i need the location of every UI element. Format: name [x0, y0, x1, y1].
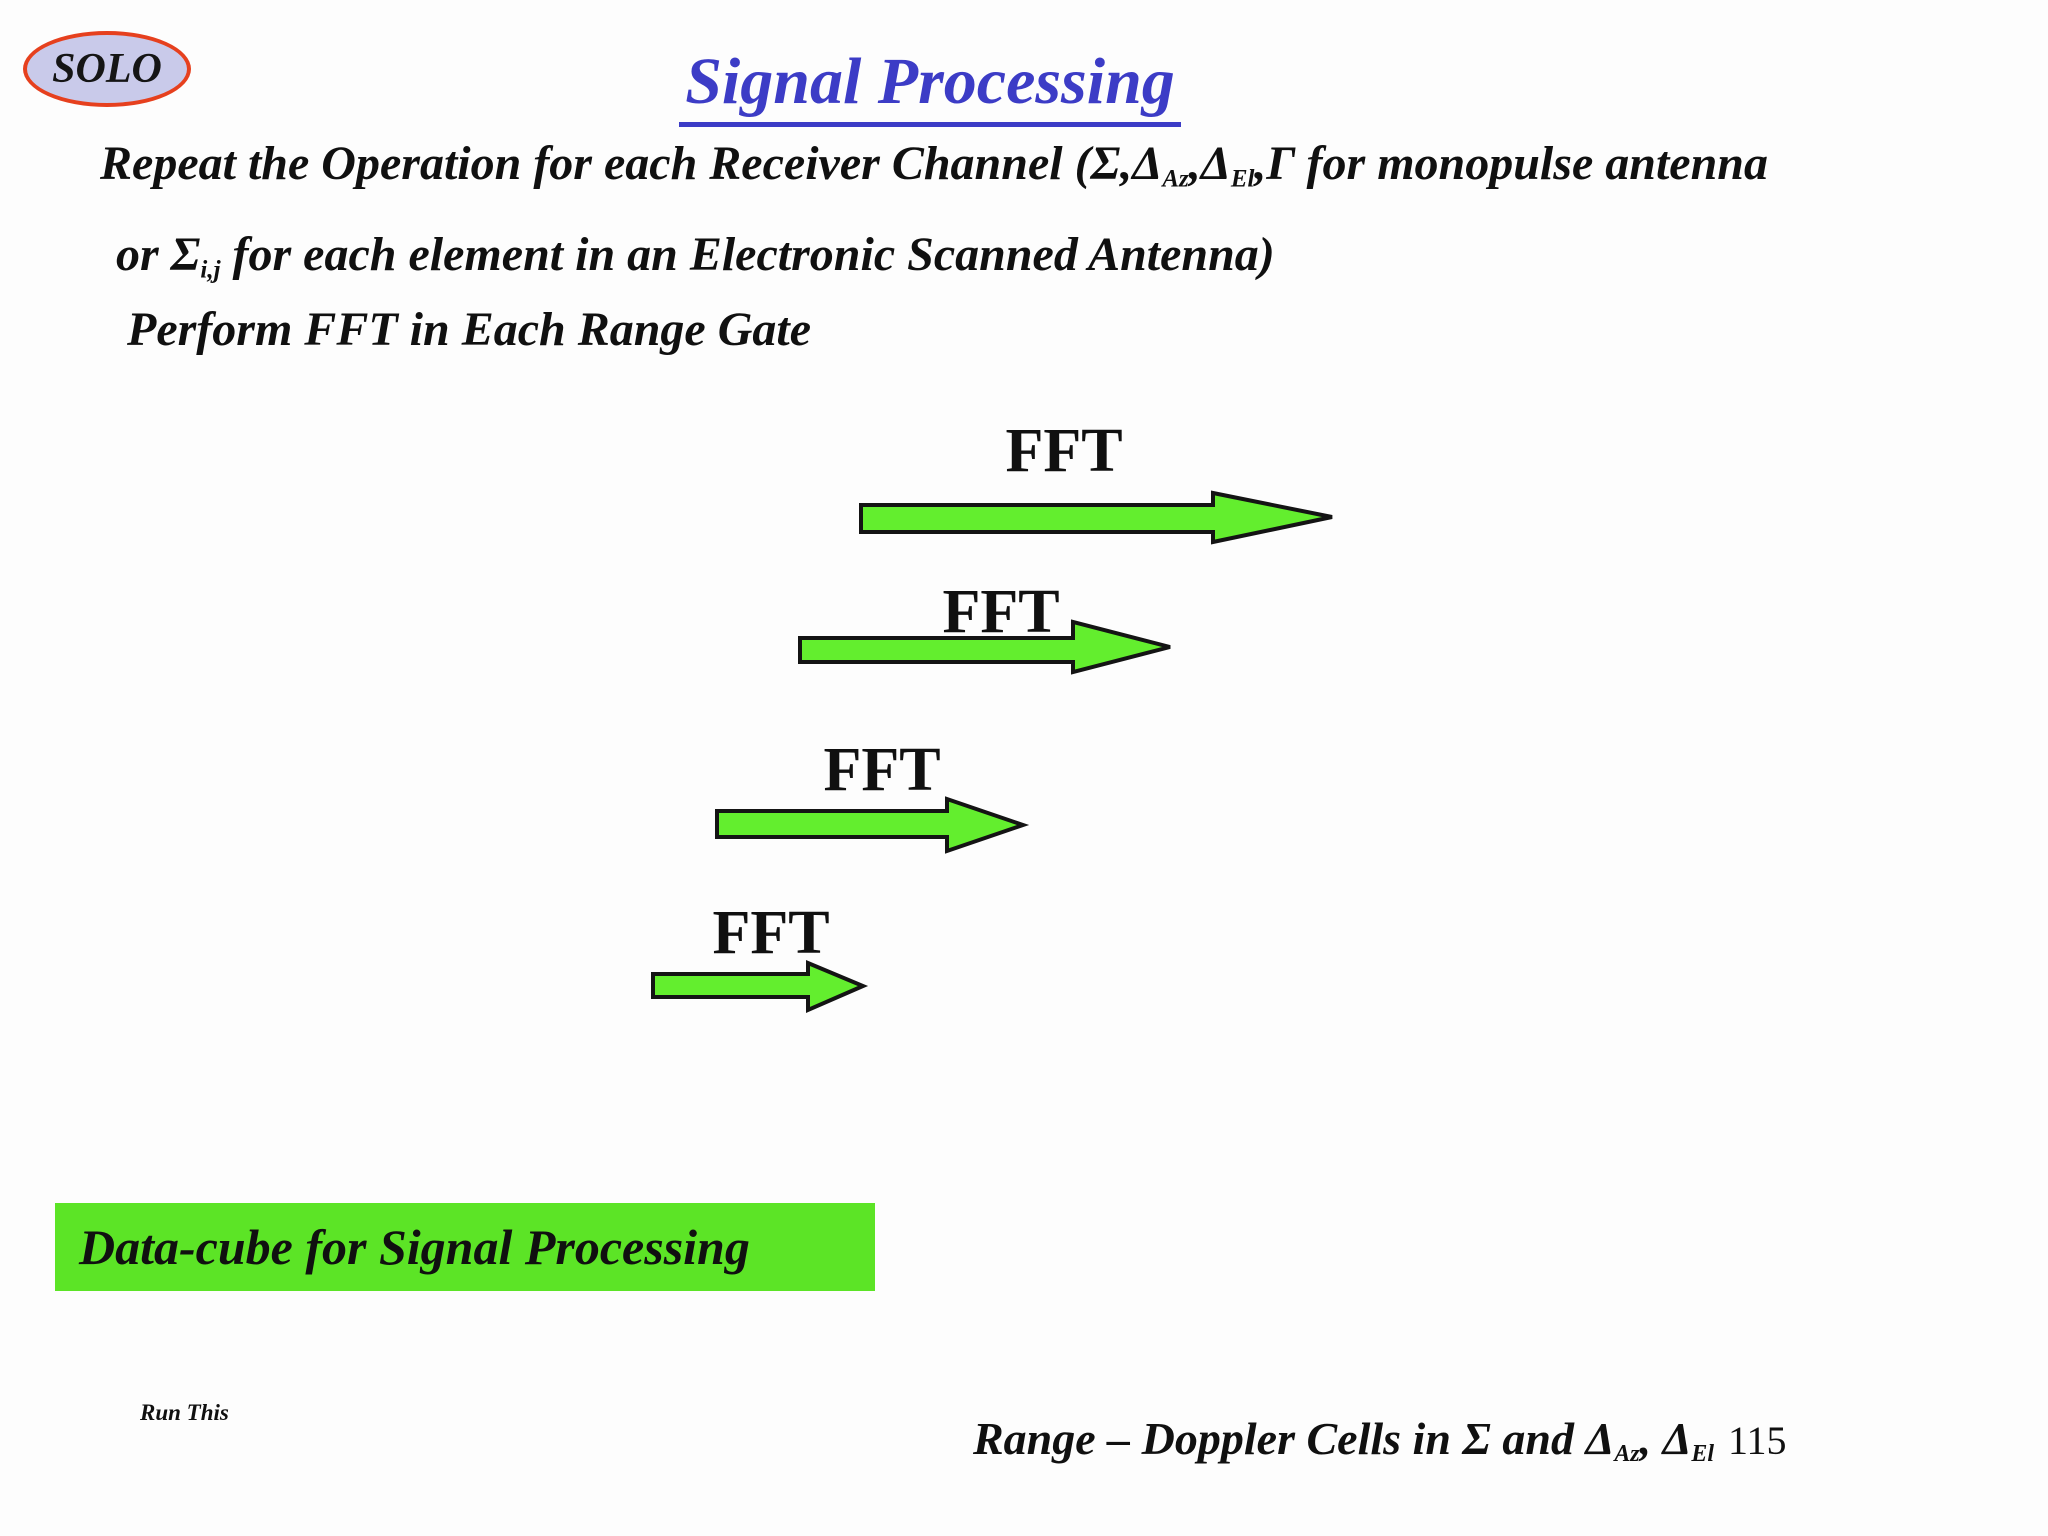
fft-arrow-2: [798, 619, 1171, 675]
intro-line2-part: or Σ: [116, 228, 201, 282]
intro-line1-part: ,Γ for monopulse antenna: [1254, 137, 1768, 190]
subscript-az: Az: [1614, 1441, 1640, 1468]
intro-line-2: or Σi,j for each element in an Electroni…: [100, 217, 1768, 308]
datacube-banner: Data-cube for Signal Processing: [55, 1203, 875, 1291]
fft-arrow-4: [651, 959, 869, 1014]
subscript-el: El: [1691, 1441, 1715, 1468]
fft-label-1: FFT: [1005, 417, 1123, 485]
fft-label-3: FFT: [823, 736, 941, 804]
intro-line-1: Repeat the Operation for each Receiver C…: [100, 126, 1768, 217]
intro-line2-part: for each element in an Electronic Scanne…: [220, 228, 1275, 282]
datacube-label: Data-cube for Signal Processing: [79, 1219, 750, 1275]
intro-line1-part: Repeat the Operation for each Receiver C…: [100, 137, 1163, 190]
intro-line1-part: ,Δ: [1188, 137, 1231, 190]
fft-label-2: FFT: [942, 578, 1060, 646]
subscript-el: El: [1230, 165, 1255, 193]
run-this-link[interactable]: Run This: [140, 1400, 229, 1425]
page-number: 115: [1728, 1418, 1787, 1463]
caption-part: Range – Doppler Cells in Σ and Δ: [973, 1413, 1615, 1464]
subscript-az: Az: [1162, 165, 1189, 193]
solo-badge: SOLO: [23, 31, 191, 107]
footer-caption: Range – Doppler Cells in Σ and ΔAz, ΔEl 1…: [973, 1412, 1787, 1468]
instruction-text: Perform FFT in Each Range Gate: [127, 303, 812, 356]
caption-part: , Δ: [1639, 1413, 1692, 1464]
solo-badge-label: SOLO: [52, 46, 162, 92]
page-title: Signal Processing: [620, 44, 1240, 127]
fft-arrow-1: [859, 490, 1333, 545]
fft-label-4: FFT: [712, 899, 830, 967]
fft-arrow-3: [715, 796, 1030, 854]
subscript-ij: i,j: [200, 256, 221, 284]
intro-text: Repeat the Operation for each Receiver C…: [100, 126, 1768, 309]
page-title-text: Signal Processing: [679, 44, 1181, 127]
